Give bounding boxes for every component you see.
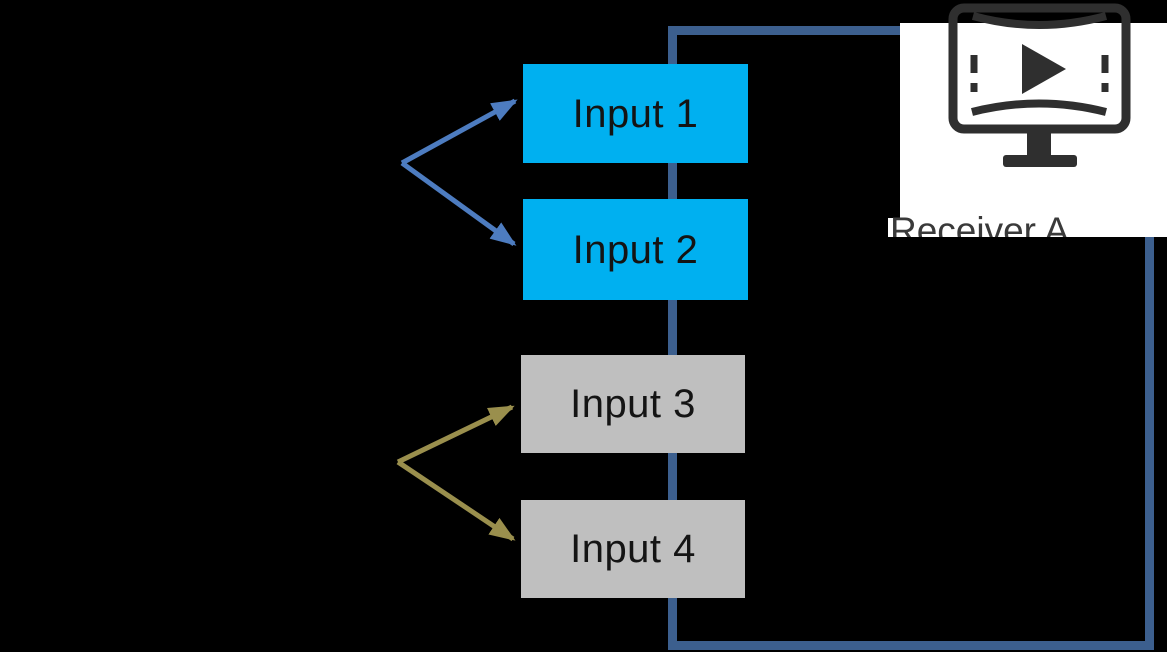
play-icon (1022, 44, 1066, 94)
input-2-box: Input 2 (523, 199, 748, 300)
input-3-label: Input 3 (570, 382, 696, 426)
arrow-blue-to-input-1 (400, 98, 518, 166)
arrow-olive-to-input-3 (396, 404, 515, 465)
input-1-box: Input 1 (523, 64, 748, 163)
receiver-background-sliver (888, 218, 900, 237)
input-4-box: Input 4 (521, 500, 745, 598)
input-2-label: Input 2 (572, 227, 699, 272)
receiver-label: Receiver A (890, 211, 1069, 237)
arrow-blue-to-input-2 (400, 160, 517, 247)
input-1-label: Input 1 (572, 91, 699, 136)
input-4-label: Input 4 (570, 527, 696, 571)
video-monitor-icon (948, 3, 1131, 167)
bus-loop-line (668, 26, 1154, 650)
receiver-node: Receiver A (888, 3, 1167, 237)
input-3-box: Input 3 (521, 355, 745, 453)
arrow-olive-to-input-4 (396, 459, 516, 542)
receiver-caption-clip: Receiver A (888, 211, 1167, 237)
